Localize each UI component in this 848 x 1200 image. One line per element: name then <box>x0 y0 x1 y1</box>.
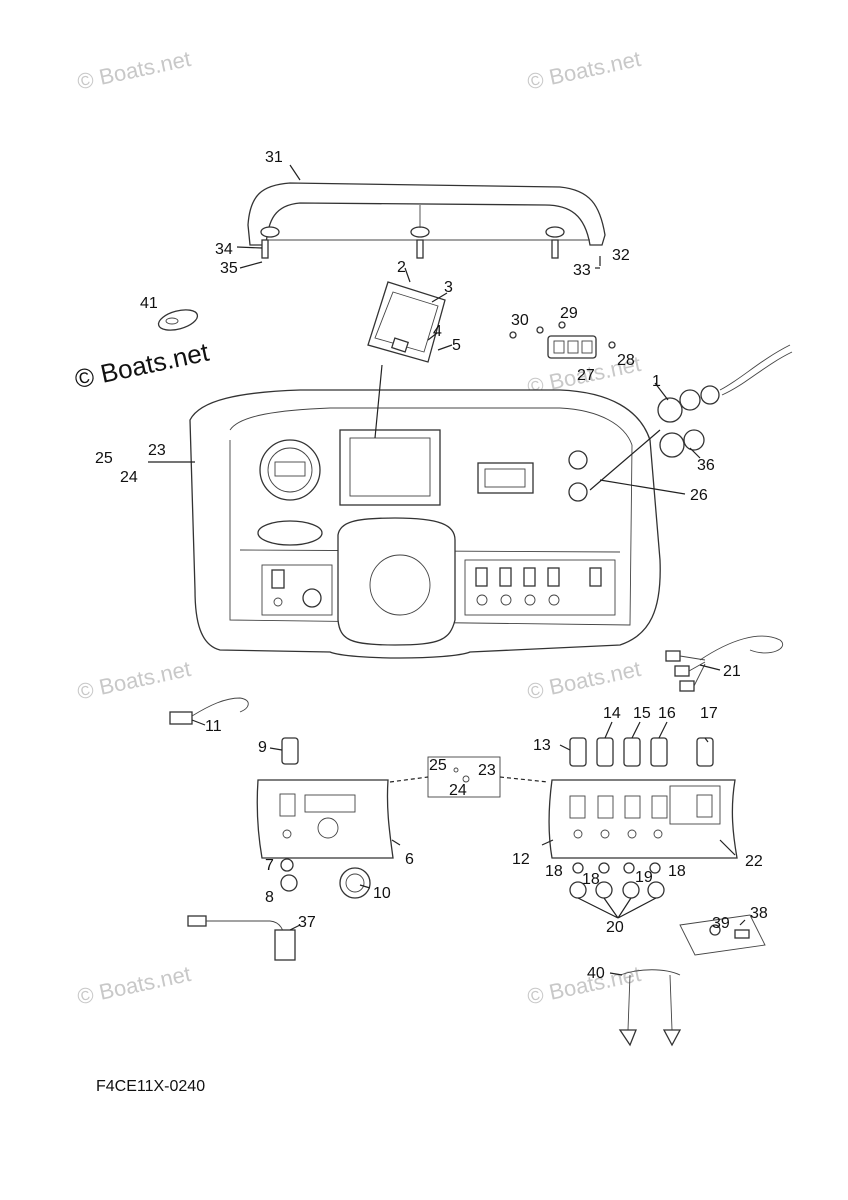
callout-1: 1 <box>652 373 661 390</box>
callout-5: 5 <box>452 337 461 354</box>
grab-handle-part <box>247 182 606 259</box>
callout-24b: 24 <box>449 782 467 799</box>
right-switch-plate-part <box>548 737 738 919</box>
callout-14: 14 <box>603 705 621 722</box>
power-socket-part <box>657 344 793 458</box>
callout-17: 17 <box>700 705 718 722</box>
callout-34: 34 <box>215 241 233 258</box>
short-harness-part <box>169 697 249 725</box>
callout-8: 8 <box>265 889 274 906</box>
callout-33: 33 <box>573 262 591 279</box>
callout-31: 31 <box>265 149 283 166</box>
callout-12: 12 <box>512 851 530 868</box>
callout-36: 36 <box>697 457 715 474</box>
callout-28: 28 <box>617 352 635 369</box>
callout-19: 19 <box>635 869 653 886</box>
callout-18b: 18 <box>582 871 600 888</box>
callout-41: 41 <box>140 295 158 312</box>
callout-35: 35 <box>220 260 238 277</box>
callout-27: 27 <box>577 367 595 384</box>
callout-3: 3 <box>444 279 453 296</box>
safety-lanyard-part <box>618 969 682 1047</box>
callout-21: 21 <box>723 663 741 680</box>
callout-38: 38 <box>750 905 768 922</box>
callout-23: 23 <box>148 442 166 459</box>
callout-25b: 25 <box>429 757 447 774</box>
callout-15: 15 <box>633 705 651 722</box>
callout-6: 6 <box>405 851 414 868</box>
callout-18a: 18 <box>545 863 563 880</box>
callout-29: 29 <box>560 305 578 322</box>
callout-40: 40 <box>587 965 605 982</box>
ignition-key-part <box>679 914 766 956</box>
wiring-harness-part <box>665 635 783 692</box>
left-switch-plate-part <box>256 737 394 899</box>
leader-lines <box>148 164 746 976</box>
callout-16: 16 <box>658 705 676 722</box>
display-unit-part <box>367 281 446 363</box>
callout-labels: 31 34 35 32 33 2 3 4 5 41 30 29 28 27 1 … <box>95 149 768 982</box>
callout-26: 26 <box>690 487 708 504</box>
switch-block-part <box>509 321 616 359</box>
callout-24: 24 <box>120 469 138 486</box>
callout-2: 2 <box>397 259 406 276</box>
kill-switch-part <box>187 915 296 961</box>
diagram-code: F4CE11X-0240 <box>96 1078 206 1095</box>
callout-37: 37 <box>298 914 316 931</box>
callout-10: 10 <box>373 885 391 902</box>
fastener-detail-box <box>389 756 549 798</box>
callout-13: 13 <box>533 737 551 754</box>
callout-4: 4 <box>433 323 442 340</box>
callout-25: 25 <box>95 450 113 467</box>
callout-22: 22 <box>745 853 763 870</box>
dashboard-console-part <box>189 389 661 659</box>
callout-20: 20 <box>606 919 624 936</box>
key-fob-part <box>157 309 199 331</box>
callout-32: 32 <box>612 247 630 264</box>
callout-18c: 18 <box>668 863 686 880</box>
callout-7: 7 <box>265 857 274 874</box>
callout-11: 11 <box>205 718 222 735</box>
callout-23b: 23 <box>478 762 496 779</box>
callout-39: 39 <box>712 915 730 932</box>
callout-9: 9 <box>258 739 267 756</box>
callout-30: 30 <box>511 312 529 329</box>
